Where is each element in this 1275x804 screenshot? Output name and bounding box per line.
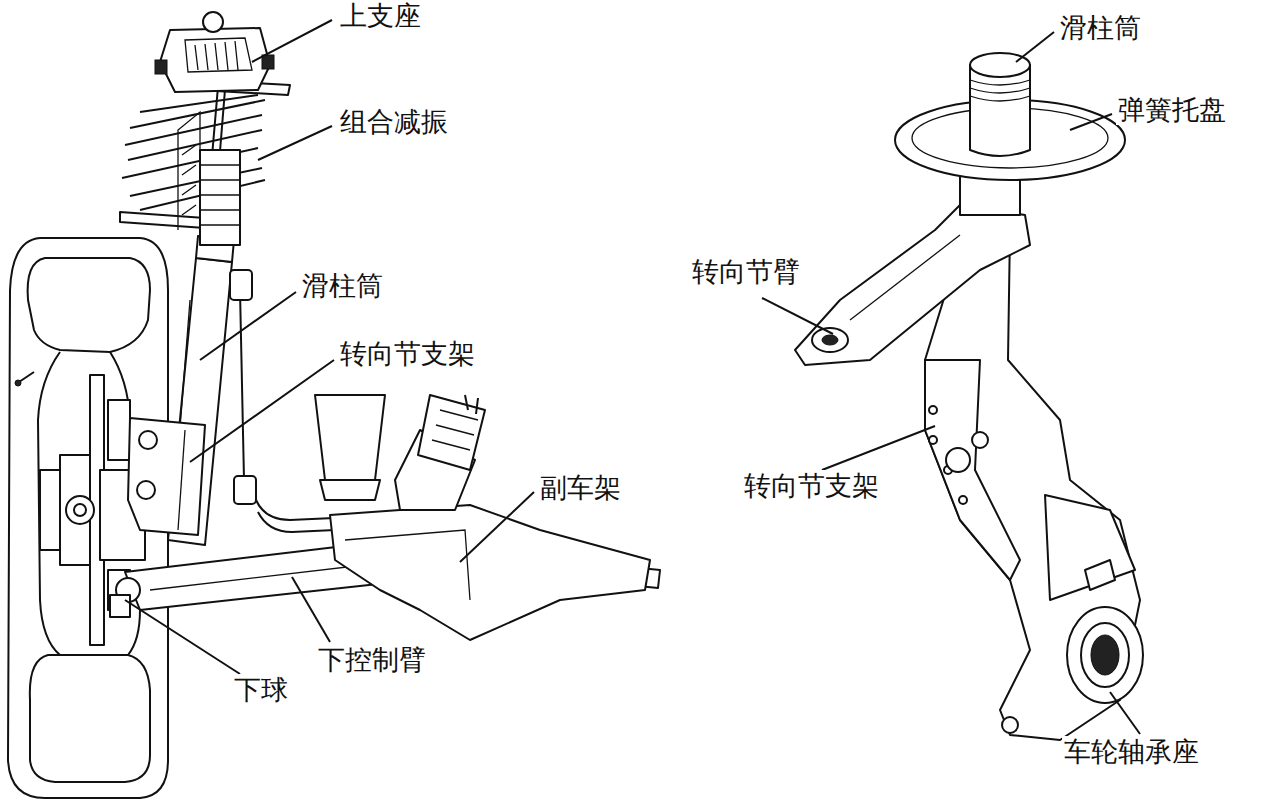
part-label: 下控制臂 <box>316 644 428 675</box>
part-label: 组合减振 <box>338 106 450 137</box>
part-label: 滑柱筒 <box>300 270 385 301</box>
leader-lines <box>125 20 1140 734</box>
subframe <box>315 395 650 640</box>
part-label: 车轮轴承座 <box>1062 736 1201 767</box>
part-label: 转向节支架 <box>338 338 477 369</box>
part-label: 转向节臂 <box>690 256 802 287</box>
part-label: 下球 <box>232 674 290 705</box>
knuckle-illustration <box>795 53 1143 740</box>
wheel-hub <box>40 375 145 645</box>
strut <box>120 12 290 545</box>
part-label: 上支座 <box>338 0 423 31</box>
part-label: 滑柱筒 <box>1058 12 1143 43</box>
part-label: 副车架 <box>538 472 623 503</box>
part-label: 转向节支架 <box>742 470 881 501</box>
part-label: 弹簧托盘 <box>1116 94 1228 125</box>
